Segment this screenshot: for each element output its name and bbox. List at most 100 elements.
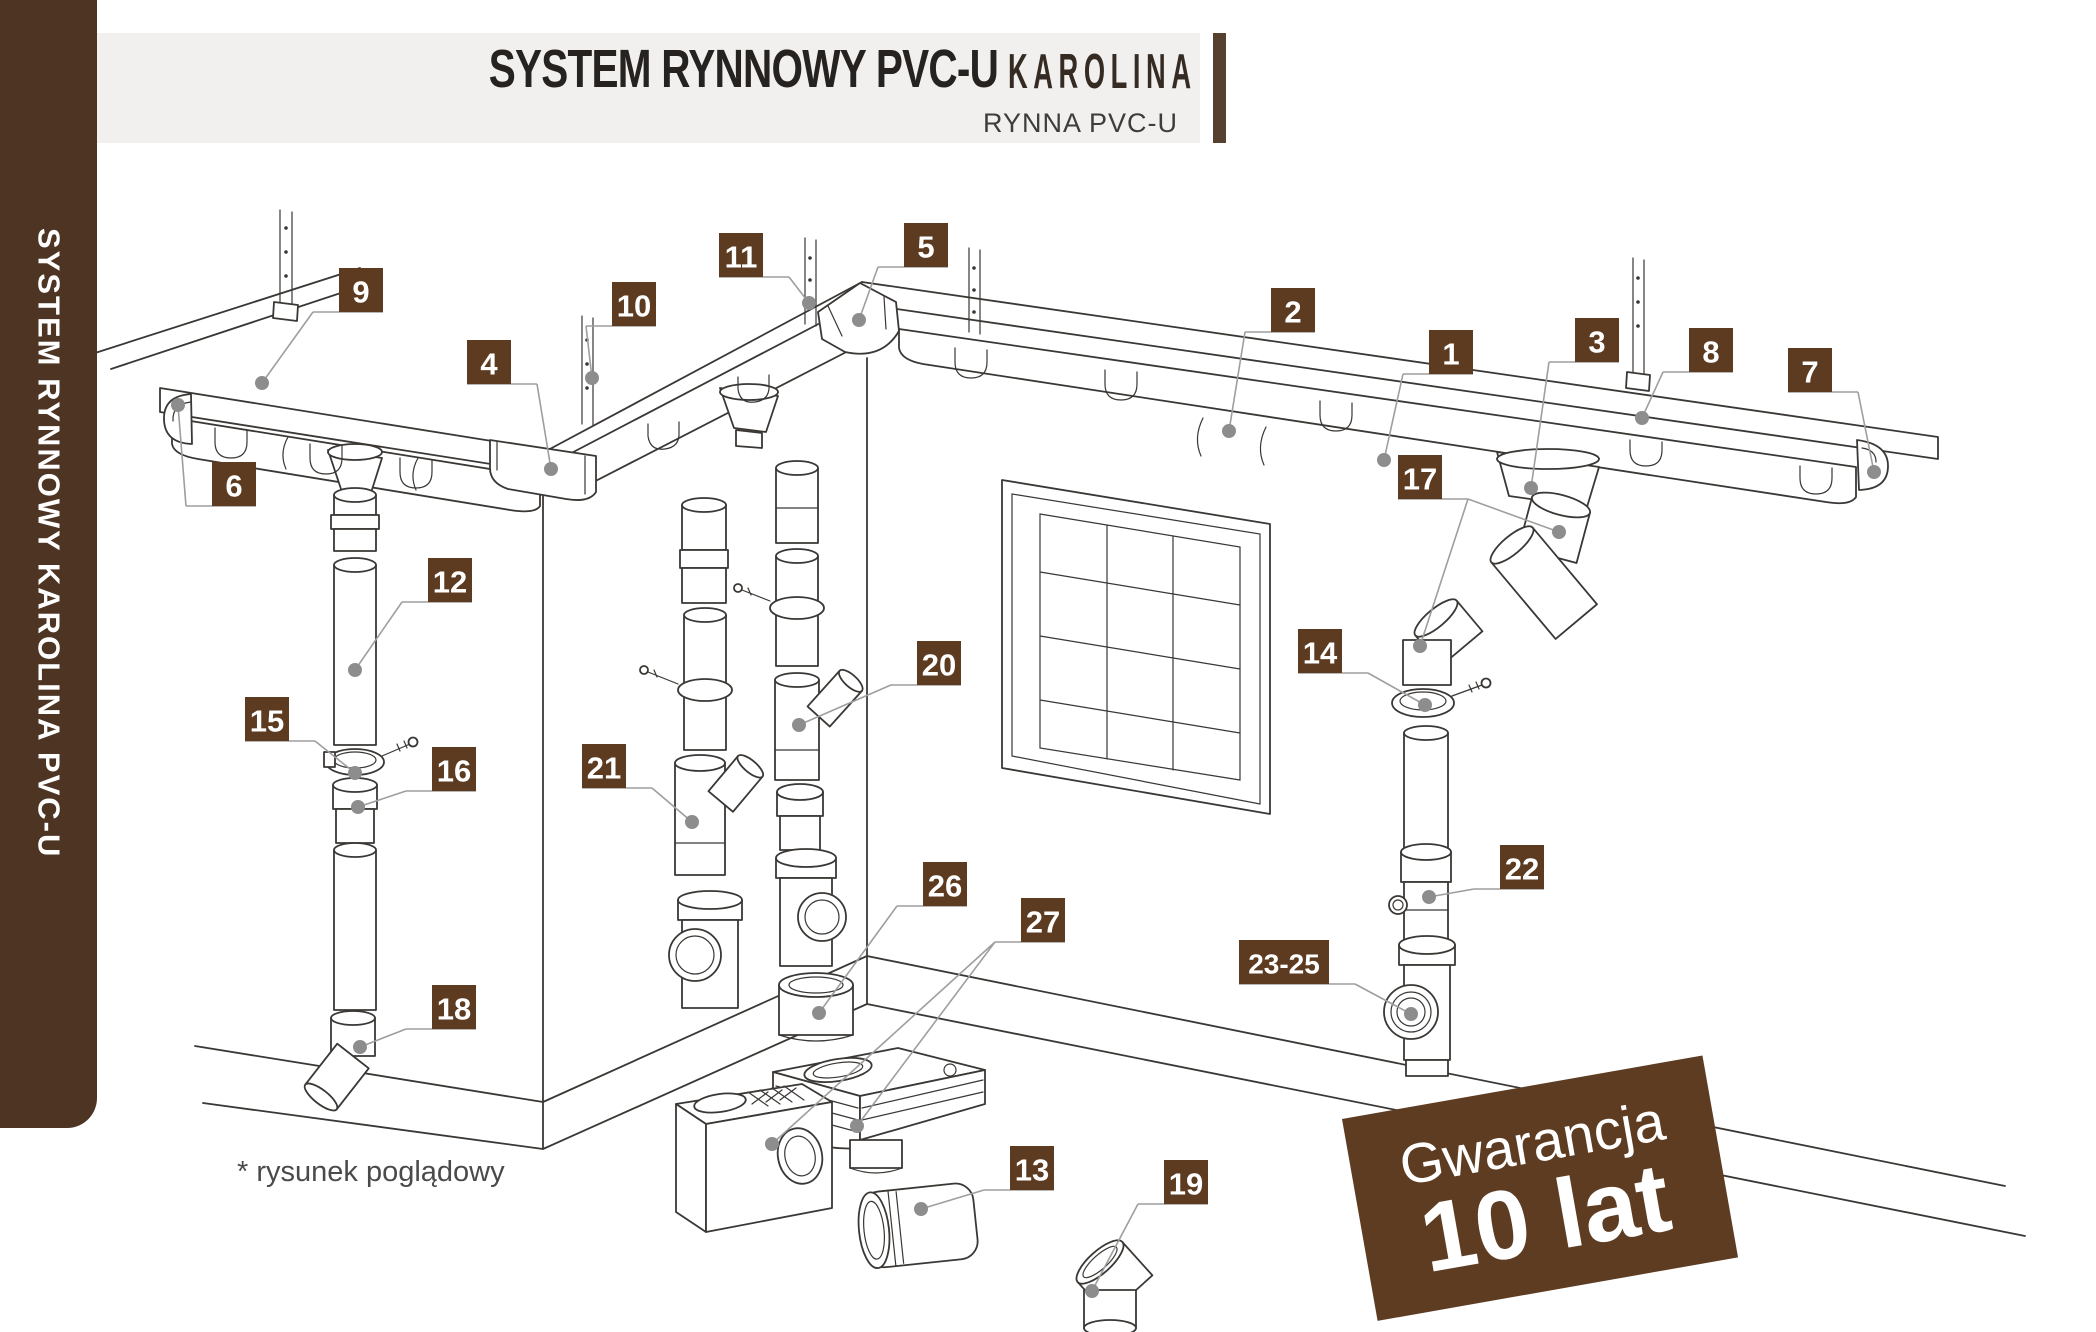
part-label-10: 10: [585, 282, 656, 385]
part-marker-dot: [1552, 525, 1566, 539]
leader-line: [818, 905, 898, 1014]
part-label-2: 2: [1222, 288, 1315, 438]
part-label-18: 18: [353, 985, 476, 1054]
downpipe-middle: [639, 460, 864, 1042]
leader-line: [354, 601, 403, 671]
part-label-7: 7: [1788, 348, 1881, 479]
part-number: 3: [1588, 325, 1605, 360]
footnote: * rysunek poglądowy: [237, 1156, 505, 1188]
leader-line: [1857, 391, 1875, 473]
part-number-box: [339, 268, 383, 312]
part-marker-dot: [852, 313, 866, 327]
part-marker-dot: [353, 1040, 367, 1054]
part-number-box: [1788, 348, 1832, 392]
part-number: 20: [922, 648, 956, 683]
part-number-box: [1239, 940, 1329, 984]
part-number: 22: [1505, 852, 1539, 887]
part-number-box: [428, 558, 472, 602]
part-number: 15: [250, 704, 284, 739]
leader-line: [856, 941, 996, 1127]
part-marker-dot: [685, 815, 699, 829]
part-number: 14: [1303, 636, 1338, 671]
part-label-27: 27: [765, 898, 1065, 1151]
leader-line: [1428, 888, 1475, 898]
leader-line: [1530, 361, 1550, 489]
leader-line: [858, 266, 879, 321]
leader-line: [314, 740, 356, 774]
part-number: 9: [352, 275, 369, 310]
part-number-box: [582, 744, 626, 788]
part-marker-dot: [348, 766, 362, 780]
title-row: SYSTEM RYNNOWY PVC-U KAROLINA: [319, 38, 1191, 100]
part-number-box: [467, 340, 511, 384]
part-number-box: [1298, 629, 1342, 673]
part-number-box: [1575, 318, 1619, 362]
part-number-box: [1689, 328, 1733, 372]
part-marker-dot: [585, 371, 599, 385]
part-marker-dot: [1418, 698, 1432, 712]
leader-line: [177, 404, 187, 507]
part-label-21: 21: [582, 744, 699, 829]
part-label-20: 20: [792, 641, 961, 732]
part-marker-dot: [802, 296, 816, 310]
part-number-box: [432, 747, 476, 791]
leader-line: [357, 790, 407, 808]
leader-line: [359, 1028, 407, 1048]
part-marker-dot: [544, 462, 558, 476]
part-number-box: [904, 223, 948, 267]
part-label-19: 19: [1085, 1160, 1208, 1298]
part-number-box: [212, 462, 256, 506]
part-number: 12: [433, 565, 467, 600]
page-title: SYSTEM RYNNOWY PVC-U: [488, 38, 999, 99]
part-label-8: 8: [1635, 328, 1733, 425]
part-marker-dot: [348, 663, 362, 677]
leader-line: [1419, 498, 1469, 647]
part-number: 11: [725, 240, 758, 275]
sidebar-title: SYSTEM RYNNOWY KAROLINA PVC-U: [31, 228, 67, 859]
part-marker-dot: [171, 398, 185, 412]
part-label-4: 4: [467, 340, 558, 476]
part-label-12: 12: [348, 558, 472, 677]
part-number-box: [917, 641, 961, 685]
part-number-box: [1021, 898, 1065, 942]
gutter-runs: [163, 282, 1889, 523]
part-number-box: [1398, 455, 1442, 499]
page-subtitle: RYNNA PVC-U: [982, 107, 1178, 138]
part-label-13: 13: [914, 1146, 1054, 1216]
hangers-and-brackets: [214, 209, 1833, 495]
part-label-9: 9: [255, 268, 383, 390]
leader-line: [1091, 1203, 1139, 1292]
part-number: 10: [617, 289, 651, 324]
leader-line: [1383, 373, 1404, 461]
part-number-box: [612, 282, 656, 326]
part-marker-dot: [1222, 424, 1236, 438]
part-number-box: [1164, 1160, 1208, 1204]
leader-line: [261, 311, 314, 384]
part-number-box: [923, 862, 967, 906]
window: [1001, 479, 1271, 815]
leader-line: [585, 325, 593, 379]
part-marker-dot: [255, 376, 269, 390]
part-marker-dot: [792, 718, 806, 732]
part-number: 19: [1169, 1167, 1203, 1202]
leader-line: [920, 1189, 985, 1210]
part-label-15: 15: [245, 697, 362, 780]
part-number-box: [1500, 845, 1544, 889]
part-label-23-25: 23-25: [1239, 940, 1418, 1021]
part-number: 21: [587, 751, 621, 786]
part-marker-dot: [1524, 481, 1538, 495]
part-number-box: [1429, 330, 1473, 374]
part-number: 13: [1015, 1153, 1049, 1188]
part-label-11: 11: [719, 233, 816, 310]
part-marker-dot: [1085, 1284, 1099, 1298]
leader-line: [1467, 498, 1560, 533]
leader-line: [1367, 672, 1426, 706]
part-number: 4: [480, 347, 498, 382]
part-number: 7: [1801, 355, 1818, 390]
part-label-5: 5: [852, 223, 948, 327]
part-number-box: [719, 233, 763, 277]
part-number: 1: [1442, 337, 1459, 372]
part-number: 2: [1284, 295, 1301, 330]
